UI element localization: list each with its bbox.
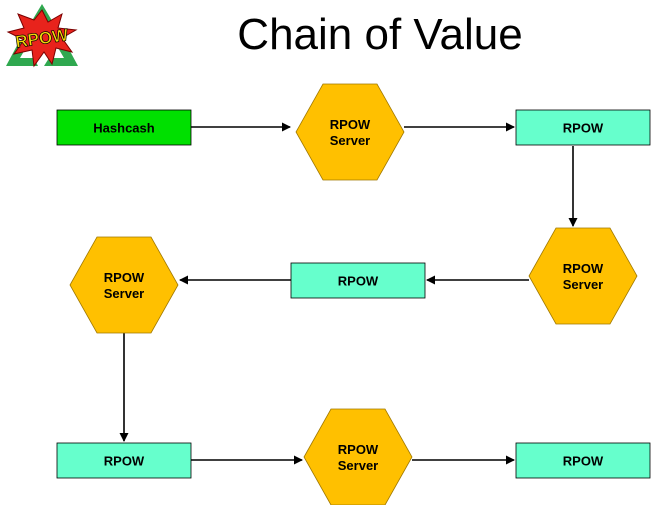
server4-label-line2: Server — [338, 458, 378, 473]
token-node-token1: RPOW — [515, 109, 651, 146]
burst-shape — [6, 9, 78, 68]
page-title: Chain of Value — [237, 10, 523, 59]
server1-label-line2: Server — [330, 133, 370, 148]
token-node-token4: RPOW — [515, 442, 651, 479]
rpow-logo: RPOW — [6, 4, 78, 68]
server2-hexagon — [528, 227, 638, 325]
token4-box — [515, 442, 651, 479]
token1-label: RPOW — [563, 121, 604, 136]
token1-box — [515, 109, 651, 146]
server3-hexagon — [69, 236, 179, 334]
server2-label-line2: Server — [563, 277, 603, 292]
server2-label-line1: RPOW — [563, 261, 604, 276]
token-node-token2: RPOW — [290, 262, 426, 299]
hashcash-box — [56, 109, 192, 146]
token2-label: RPOW — [338, 274, 379, 289]
token-node-hashcash: Hashcash — [56, 109, 192, 146]
logo-text: RPOW — [14, 25, 70, 51]
server3-label-line2: Server — [104, 286, 144, 301]
server1-hexagon — [295, 83, 405, 181]
server3-label-line1: RPOW — [104, 270, 145, 285]
server1-label-line1: RPOW — [330, 117, 371, 132]
hashcash-label: Hashcash — [93, 121, 154, 136]
server4-hexagon — [303, 408, 413, 505]
token-node-token3: RPOW — [56, 442, 192, 479]
token3-box — [56, 442, 192, 479]
token2-box — [290, 262, 426, 299]
token4-label: RPOW — [563, 454, 604, 469]
token3-label: RPOW — [104, 454, 145, 469]
server4-label-line1: RPOW — [338, 442, 379, 457]
